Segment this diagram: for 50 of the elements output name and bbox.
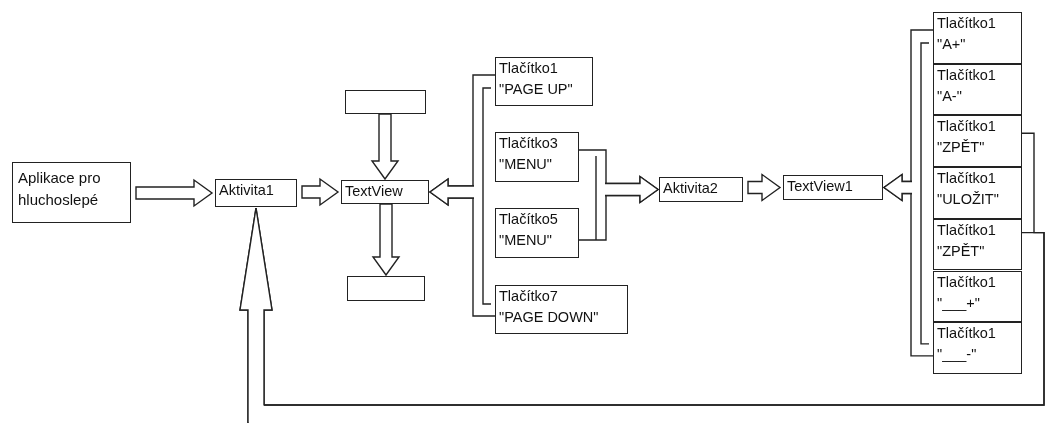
block-arrow	[371, 203, 401, 277]
node-label: Tlačítko1	[937, 272, 997, 292]
node-label: "PAGE UP"	[499, 80, 574, 99]
node-label: Tlačítko5	[499, 210, 559, 229]
process-box	[495, 208, 579, 258]
node-label: Tlačítko1	[937, 324, 997, 344]
node-label: Tlačítko1	[937, 14, 997, 33]
node-label: "ULOŽIT"	[937, 190, 1000, 210]
node-label: "A+"	[937, 35, 967, 54]
node-label: Tlačítko3	[499, 134, 559, 153]
process-box	[933, 270, 1022, 323]
empty-box	[347, 276, 425, 301]
process-box	[341, 180, 429, 204]
process-box	[933, 322, 1022, 374]
process-box	[783, 175, 883, 200]
empty-box	[345, 90, 426, 114]
node-label: "ZPĚT"	[937, 138, 986, 158]
process-box	[12, 162, 131, 223]
node-label: Tlačítko1	[937, 65, 997, 85]
process-box	[495, 57, 593, 106]
block-arrow	[301, 177, 340, 207]
block-arrow	[747, 173, 782, 202]
process-box	[933, 63, 1022, 116]
node-label: Tlačítko1	[937, 169, 997, 189]
process-box	[495, 285, 628, 334]
node-label: TextView	[345, 182, 404, 201]
node-label: Aktivita2	[663, 179, 719, 198]
node-label: "PAGE DOWN"	[499, 308, 600, 327]
node-label: "___-"	[937, 345, 978, 365]
process-box	[215, 179, 297, 207]
node-label: Tlačítko1	[937, 117, 997, 137]
process-box	[495, 132, 579, 182]
node-label: Aktivita1	[219, 181, 275, 200]
node-label: "MENU"	[499, 155, 553, 174]
block-arrow	[370, 113, 400, 181]
node-label: "MENU"	[499, 231, 553, 250]
node-label: TextView1	[787, 177, 854, 196]
process-box	[933, 167, 1022, 219]
process-box	[933, 115, 1022, 168]
node-label: Aplikace pro hluchoslepé	[18, 168, 102, 210]
block-arrow	[135, 178, 214, 208]
node-label: Tlačítko1	[937, 220, 997, 240]
process-box	[659, 177, 743, 202]
process-box	[933, 12, 1022, 64]
node-label: Tlačítko7	[499, 287, 559, 306]
node-label: "ZPĚT"	[937, 241, 986, 261]
node-label: "A-"	[937, 86, 963, 106]
process-box	[933, 218, 1022, 271]
node-label: Tlačítko1	[499, 59, 559, 78]
node-label: "___+"	[937, 293, 981, 313]
